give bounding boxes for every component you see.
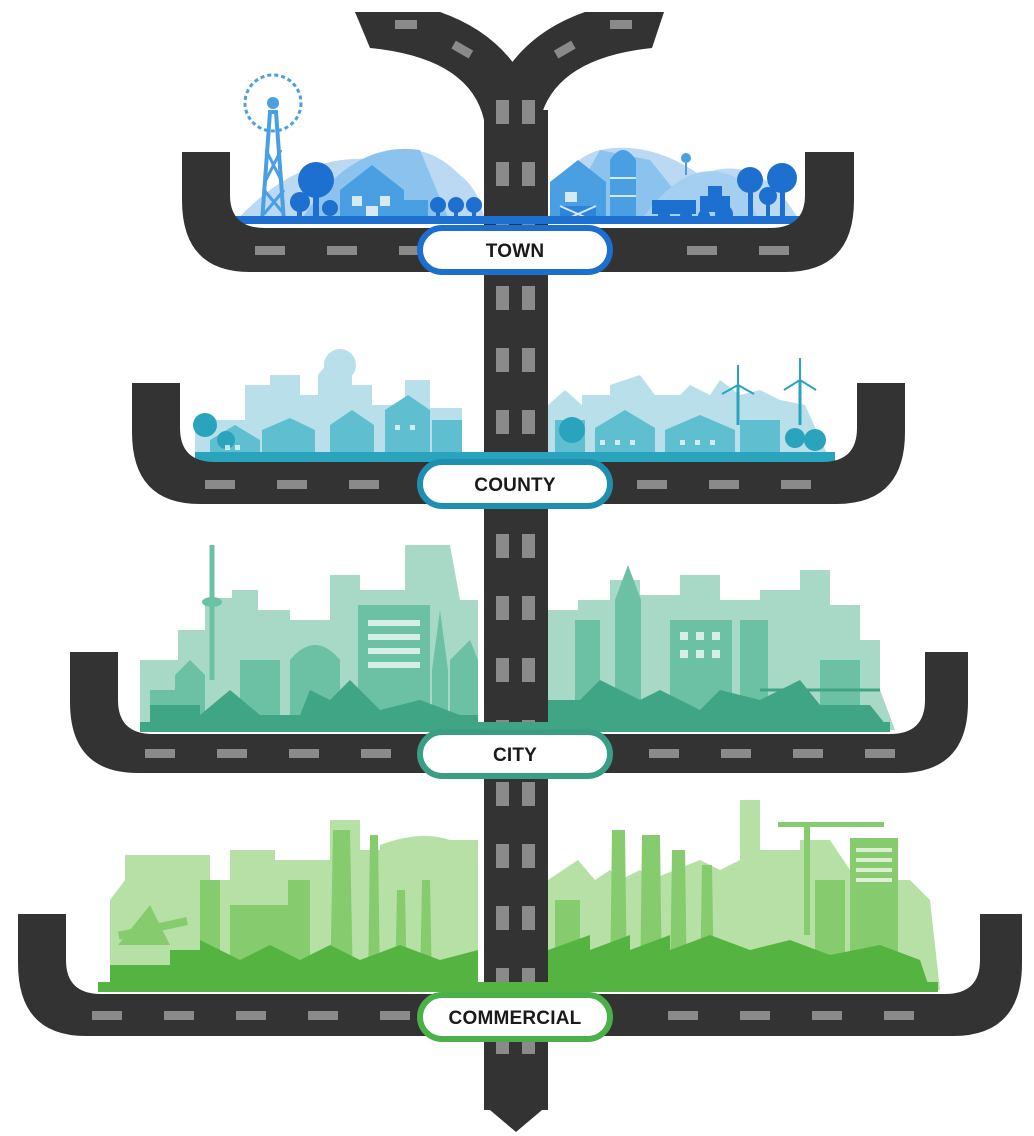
oil-pump-icon (117, 905, 189, 945)
lane-dash (496, 410, 509, 434)
town-skyline (230, 73, 800, 224)
town-label: TOWN (486, 241, 545, 262)
lane-dash (522, 534, 535, 558)
lane-dash (668, 1011, 698, 1020)
lane-dash (522, 782, 535, 806)
lane-dash (812, 1011, 842, 1020)
lane-dash (496, 596, 509, 620)
lane-dash (205, 480, 235, 489)
lane-dash (145, 749, 175, 758)
lane-dash (522, 100, 535, 124)
lane-dash (522, 906, 535, 930)
lane-dash (781, 480, 811, 489)
tree-icon (737, 167, 763, 193)
lane-dash (496, 348, 509, 372)
lane-dash (289, 749, 319, 758)
commercial-road-dashes (92, 1011, 914, 1020)
lane-dash (522, 410, 535, 434)
tv-tower-icon (202, 545, 222, 680)
lane-dash (496, 658, 509, 682)
lane-dash (553, 40, 576, 59)
lane-dash (496, 286, 509, 310)
lane-dash (884, 1011, 914, 1020)
lane-dash (740, 1011, 770, 1020)
lane-dash (349, 480, 379, 489)
trunk-road (484, 110, 548, 1110)
lane-dash (865, 749, 895, 758)
city-road-dashes (145, 749, 895, 758)
tree-icon (193, 413, 217, 437)
county-label-pill: COUNTY (417, 459, 613, 509)
lane-dash (687, 246, 717, 255)
town-label-pill: TOWN (417, 225, 613, 275)
lane-dash (395, 20, 417, 29)
silo-icon (610, 150, 636, 222)
town-road (182, 152, 854, 272)
lane-dash (649, 749, 679, 758)
lane-dash (709, 480, 739, 489)
commercial-road (18, 914, 1022, 1036)
central-road (355, 12, 664, 1132)
crane-icon (778, 822, 884, 935)
lane-dash (164, 1011, 194, 1020)
city-road (70, 652, 968, 773)
lane-dash (496, 162, 509, 186)
county-road (132, 383, 905, 504)
lane-dash (451, 40, 474, 59)
lane-dash (496, 906, 509, 930)
lane-dash (496, 534, 509, 558)
commercial-skyline (98, 800, 940, 992)
city-skyline (140, 545, 895, 732)
county-label: COUNTY (474, 475, 556, 496)
lane-dash (522, 286, 535, 310)
county-skyline (193, 349, 835, 462)
lane-dash (522, 596, 535, 620)
lane-dash (308, 1011, 338, 1020)
lane-dash (496, 844, 509, 868)
lane-dash (361, 749, 391, 758)
commercial-label: COMMERCIAL (449, 1008, 582, 1029)
wind-turbine-icon (721, 365, 755, 425)
lane-dash (637, 480, 667, 489)
town-road-dashes (255, 246, 789, 255)
lane-dash (327, 246, 357, 255)
lane-dash (236, 1011, 266, 1020)
tier-commercial: COMMERCIAL (18, 800, 1022, 1042)
lane-dash (217, 749, 247, 758)
county-road-dashes (205, 480, 811, 489)
lane-dash (522, 658, 535, 682)
trunk-lane-dashes (496, 100, 535, 1054)
tier-city: CITY (70, 545, 968, 779)
lane-dash (92, 1011, 122, 1020)
lane-dash (522, 162, 535, 186)
lane-dash (522, 844, 535, 868)
tier-county: COUNTY (132, 349, 905, 509)
lane-dash (380, 1011, 410, 1020)
wind-turbine-icon (783, 358, 817, 425)
lane-dash (399, 246, 429, 255)
city-label: CITY (493, 745, 537, 766)
lane-dash (255, 246, 285, 255)
lane-dash (721, 749, 751, 758)
tier-town: TOWN (182, 73, 854, 275)
commercial-label-pill: COMMERCIAL (417, 992, 613, 1042)
city-label-pill: CITY (417, 729, 613, 779)
lane-dash (793, 749, 823, 758)
lane-dash (610, 20, 632, 29)
lane-dash (277, 480, 307, 489)
lane-dash (522, 348, 535, 372)
tree-icon (298, 162, 334, 198)
lane-dash (496, 100, 509, 124)
lane-dash (496, 782, 509, 806)
lane-dash (759, 246, 789, 255)
road-end-arrow (484, 1105, 548, 1132)
